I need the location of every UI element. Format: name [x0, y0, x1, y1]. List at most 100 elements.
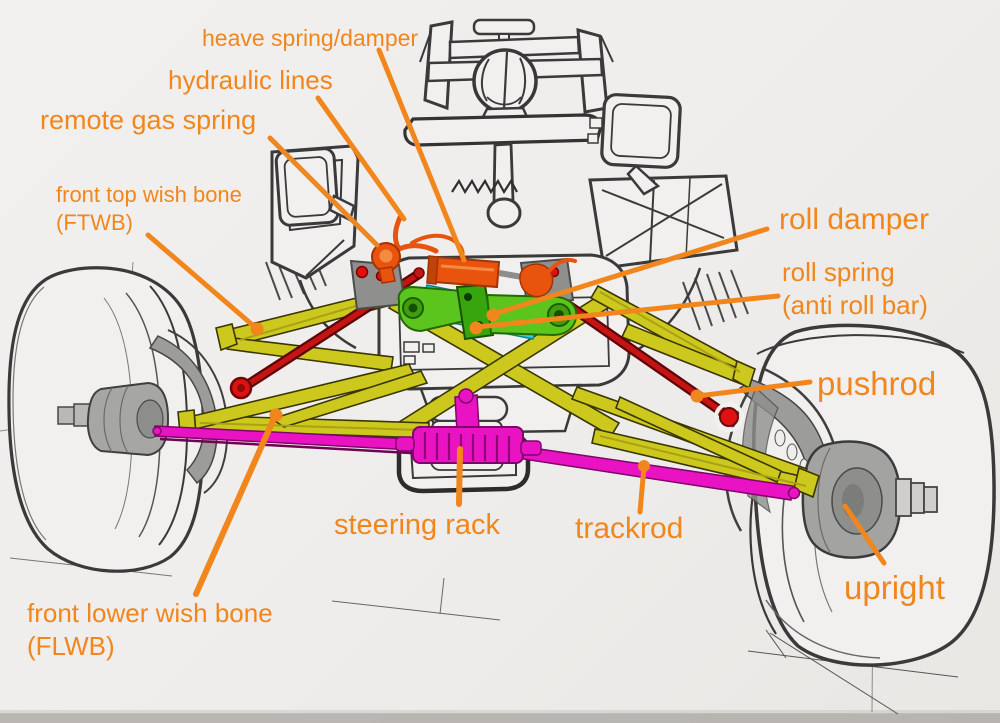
label-hydraulic-lines: hydraulic lines: [168, 64, 333, 97]
label-remote-gas-spring: remote gas spring: [40, 104, 256, 138]
label-text-line2: (FLWB): [27, 630, 115, 661]
label-trackrod: trackrod: [575, 510, 683, 548]
ftwb-left-apex: [215, 323, 238, 352]
construction-line: [439, 577, 445, 615]
left-mirror-glass: [283, 156, 331, 218]
upright-hole: [786, 443, 798, 461]
right-mirror: [600, 93, 682, 169]
label-text: hydraulic lines: [168, 65, 333, 95]
label-text: pushrod: [817, 365, 937, 402]
right-panel-brace: [685, 177, 691, 259]
label-text: roll damper: [779, 203, 930, 236]
photo-edge: [0, 710, 1000, 723]
rear-wing-plane: [448, 35, 581, 60]
steering-rack-arm-left: [395, 436, 415, 452]
left-mirror-shell: [274, 147, 340, 227]
leader-trackrod-dot: [638, 460, 650, 472]
leader-ftwb: [145, 232, 259, 331]
rocker-assembly: [349, 212, 578, 341]
left-hub-ring: [103, 387, 113, 453]
trackrod-steering: [152, 388, 801, 501]
leader-roll-spring: [474, 293, 781, 330]
left-hub-ring: [119, 385, 129, 454]
leader-roll-spring-dot: [469, 321, 483, 335]
nose-tip-circle: [486, 197, 522, 229]
label-front-top-wishbone: front top wish bone (FTWB): [56, 181, 242, 236]
right-mirror-glass: [610, 103, 672, 159]
hydraulic-line-pipe: [547, 258, 577, 273]
label-front-lower-wishbone: front lower wish bone (FLWB): [27, 597, 273, 662]
hatch-line: [706, 273, 725, 323]
label-text-line1: front top wish bone: [56, 182, 242, 207]
flwb-right-apex: [793, 466, 820, 499]
hydraulic-line-pipe: [392, 212, 404, 252]
label-text-line2: (anti roll bar): [782, 289, 928, 320]
pushrod-left-balljoint-center: [237, 384, 245, 392]
right-panel-brace: [605, 183, 723, 257]
left-hub-upright: [57, 329, 229, 494]
gas-spring-cap: [379, 249, 393, 263]
label-text: upright: [844, 569, 945, 606]
halo-bar: [403, 113, 602, 147]
left-mirror: [274, 147, 340, 227]
label-text: steering rack: [334, 509, 501, 541]
mirror-bracket: [587, 133, 599, 144]
leader-remote-gas: [267, 135, 380, 248]
heave-damper-highlight: [440, 264, 495, 272]
label-text: remote gas spring: [40, 105, 257, 135]
airbox-detail: [481, 58, 490, 102]
construction-line: [769, 632, 899, 715]
right-panel-brace: [601, 189, 725, 239]
right-tire-top-arc: [756, 334, 965, 355]
construction-line: [331, 600, 501, 621]
leader-roll-damper: [491, 226, 770, 317]
link-hole: [464, 293, 472, 301]
right-axle-segment: [923, 486, 938, 513]
pushrod-left-inboard-joint: [413, 267, 425, 279]
leader-pushrod: [695, 379, 813, 399]
leader-flwb: [193, 413, 278, 597]
leader-steering-rack: [456, 446, 463, 507]
pushrod-right-balljoint: [719, 407, 739, 427]
gas-spring-stem: [378, 266, 396, 284]
bulkhead-vent: [422, 343, 435, 353]
right-axle-segment: [895, 478, 912, 517]
flwb-left-brace: [270, 370, 429, 428]
leader-ftwb-dot: [250, 322, 264, 336]
right-axle-segment: [910, 482, 925, 514]
leader-pushrod-dot: [690, 389, 704, 403]
trackrod-left-shadow: [159, 437, 448, 457]
label-text-line2: (FTWB): [56, 209, 133, 235]
label-text: heave spring/damper: [202, 25, 419, 51]
right-panel-brace: [649, 179, 655, 263]
leader-lines: [145, 47, 887, 597]
label-pushrod: pushrod: [817, 363, 936, 404]
upright-hole: [774, 429, 786, 447]
label-text-line1: roll spring: [782, 257, 895, 287]
label-text: trackrod: [575, 512, 684, 545]
hydraulic-fitting: [519, 263, 554, 298]
label-upright: upright: [844, 567, 945, 608]
wing-tip: [600, 35, 614, 63]
trackrod-right-end: [787, 486, 801, 500]
leader-upright: [842, 503, 887, 566]
right-mirror-shell: [600, 93, 682, 169]
steering-rack-arm-right: [520, 440, 542, 456]
mirror-bracket: [589, 117, 603, 129]
right-hub-center: [842, 484, 864, 518]
hatch-line: [265, 261, 281, 301]
steering-rack-body: [412, 426, 524, 464]
steering-column-top: [458, 388, 474, 404]
pushrod-right-balljoint-ring: [714, 402, 744, 432]
flwb-right-brace: [614, 395, 783, 484]
zigzag-teeth: [451, 178, 518, 195]
bulkhead-vent: [403, 341, 420, 353]
heave-damper-endcap: [426, 255, 439, 285]
right-tire-bottom-arc: [765, 599, 881, 659]
left-panel-line: [305, 239, 345, 277]
heave-damper-cylinder: [432, 255, 501, 289]
hydraulic-line-pipe: [394, 243, 439, 254]
airbox-detail: [518, 57, 527, 105]
label-text-line1: front lower wish bone: [27, 598, 273, 628]
